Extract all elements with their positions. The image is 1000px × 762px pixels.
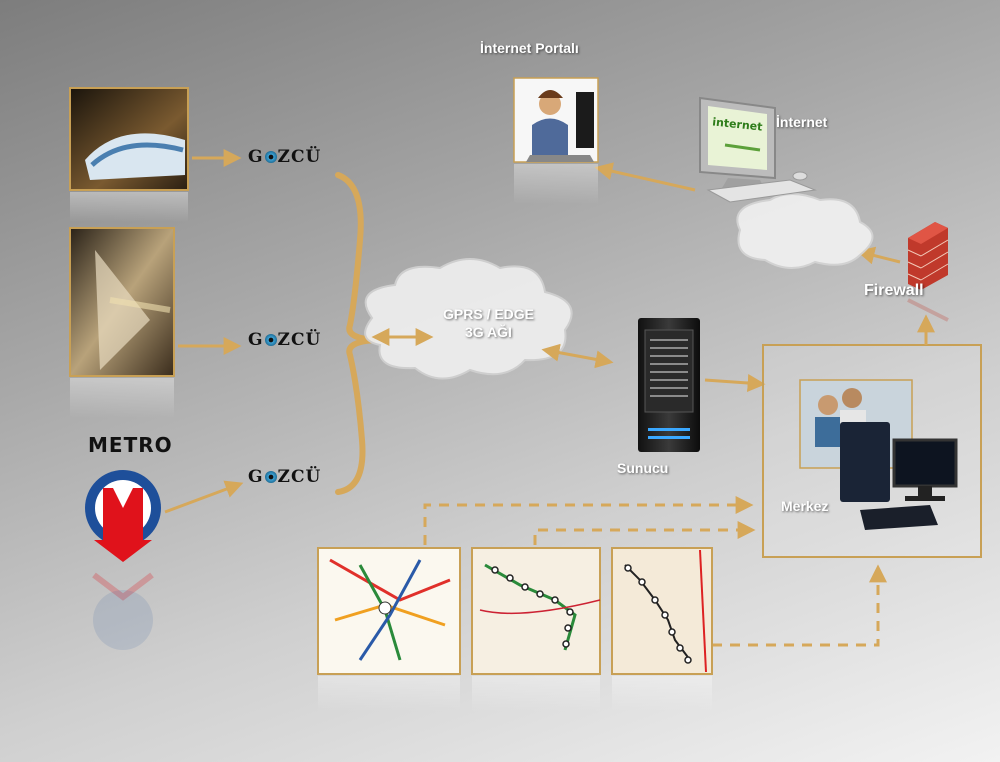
tracking-device-1: G ZCÜ xyxy=(248,147,321,167)
brand-suffix: ZCÜ xyxy=(277,330,322,350)
brand-suffix: ZCÜ xyxy=(277,467,322,487)
internet-monitor-icon: internet xyxy=(699,96,817,203)
network-label-line2: 3G AĞI xyxy=(465,324,512,340)
route-map-2 xyxy=(471,547,601,712)
server-label: Sunucu xyxy=(617,460,669,476)
brand-suffix: ZCÜ xyxy=(277,147,322,167)
tracking-device-3: G ZCÜ xyxy=(248,467,321,487)
brand-prefix: G xyxy=(248,330,264,350)
train-photo-night xyxy=(69,87,189,222)
train-photo-tunnel xyxy=(69,227,175,418)
eye-icon xyxy=(264,334,277,346)
arrow-metro-device xyxy=(164,480,244,514)
server-tower-icon xyxy=(638,318,700,452)
workstation-icon xyxy=(840,422,958,530)
center-label: Merkez xyxy=(781,498,829,514)
brand-prefix: G xyxy=(248,147,264,167)
tracking-device-2: G ZCÜ xyxy=(248,330,321,350)
eye-icon xyxy=(264,151,277,163)
network-label-line1: GPRS / EDGE xyxy=(443,306,535,322)
brick-wall-icon xyxy=(907,222,949,322)
firewall-label: Firewall xyxy=(864,282,924,299)
arrow-internet-portal xyxy=(594,162,696,192)
network-cloud-icon xyxy=(364,258,573,380)
arrow-server-center xyxy=(704,374,766,392)
arrow-cloud-server xyxy=(541,343,614,369)
brand-prefix: G xyxy=(248,467,264,487)
eye-icon xyxy=(264,471,277,483)
internet-portal-label: İnternet Portalı xyxy=(480,40,579,56)
metro-label: METRO xyxy=(88,433,173,457)
route-map-1 xyxy=(317,547,461,712)
arrow-firewall-internet xyxy=(856,246,901,265)
portal-user-photo xyxy=(513,77,599,204)
metro-logo-icon xyxy=(85,470,161,650)
route-map-3 xyxy=(611,547,713,712)
map-data-links xyxy=(423,496,887,647)
internet-label: İnternet xyxy=(776,114,828,130)
svg-text:internet: internet xyxy=(712,115,763,133)
internet-cloud-icon xyxy=(736,193,874,269)
